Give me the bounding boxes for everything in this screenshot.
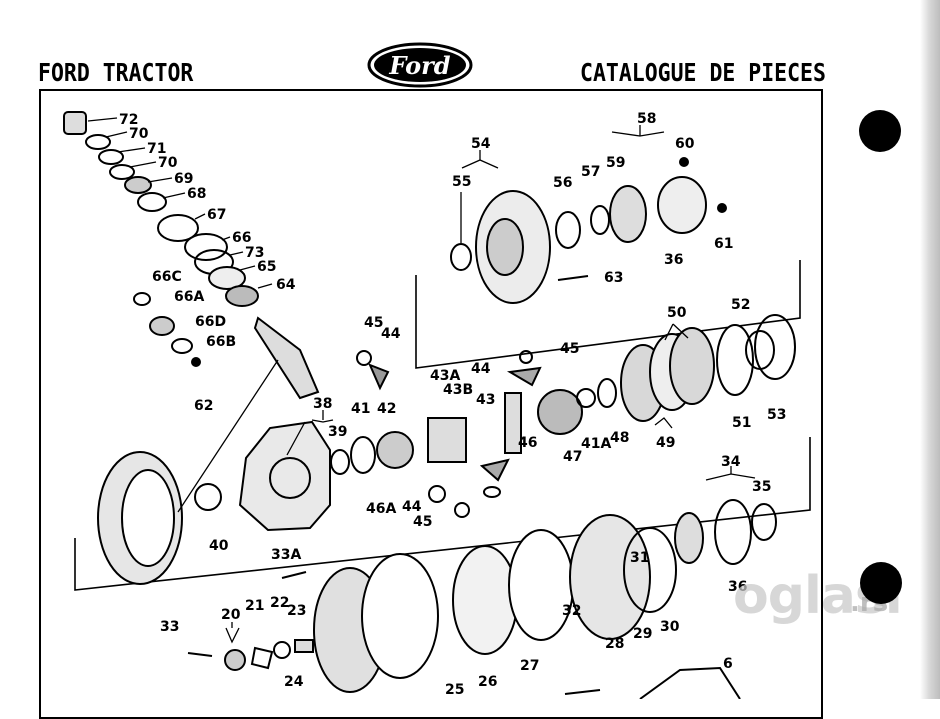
- part-label: 30: [660, 619, 680, 635]
- part-label: 44: [471, 361, 491, 377]
- part-label: 29: [633, 626, 652, 642]
- part-label: 70: [129, 126, 149, 142]
- part-label: 38: [313, 396, 332, 412]
- part-label: 41: [351, 401, 370, 417]
- part-label: 72: [119, 112, 138, 128]
- part-label: 21: [245, 598, 264, 614]
- part-label: 20: [221, 607, 241, 623]
- part-label: 59: [606, 155, 625, 171]
- part-label: 52: [731, 297, 750, 313]
- center-gears: [479, 350, 617, 498]
- part-label: 33A: [271, 547, 301, 563]
- part-label: 55: [452, 174, 471, 190]
- part-label: 28: [605, 636, 624, 652]
- part-label: 43: [476, 392, 495, 408]
- part-label: 65: [257, 259, 276, 275]
- part-label: 56: [553, 175, 572, 191]
- pinion-bearing-stack: [63, 111, 320, 400]
- part-label: 67: [207, 207, 226, 223]
- part-label: 73: [245, 245, 264, 261]
- part-label: 25: [445, 682, 464, 698]
- binder-hole-top: [859, 110, 901, 152]
- header-ford-tractor: FORD TRACTOR: [38, 58, 194, 87]
- exploded-parts-diagram: 72 70 71 70 69 68 67 66 73 65 64 66C 66A…: [63, 111, 811, 699]
- part-label: 64: [276, 277, 296, 293]
- axle-flange: [450, 157, 727, 304]
- part-label: 61: [714, 236, 733, 252]
- part-label: 41A: [581, 436, 611, 452]
- part-label: 42: [377, 401, 396, 417]
- part-label: 57: [581, 164, 600, 180]
- part-label: 51: [732, 415, 751, 431]
- part-label: 50: [667, 305, 687, 321]
- part-label: 40: [209, 538, 229, 554]
- part-label: 23: [287, 603, 306, 619]
- oglasi-watermark: oglasi .rs: [700, 560, 903, 630]
- part-label: 62: [194, 398, 213, 414]
- part-label: 43A: [430, 368, 460, 384]
- part-label: 71: [147, 141, 166, 157]
- part-label: 60: [675, 136, 695, 152]
- header-catalogue-title: CATALOGUE DE PIECES: [580, 58, 826, 87]
- part-label: 35: [752, 479, 771, 495]
- ring-gear: [97, 451, 222, 585]
- part-label: 66: [232, 230, 251, 246]
- part-label: 43B: [443, 382, 473, 398]
- part-label: 45: [560, 341, 579, 357]
- part-label: 27: [520, 658, 539, 674]
- part-label: 70: [158, 155, 178, 171]
- part-label: 58: [637, 111, 656, 127]
- catalogue-page: FORD TRACTOR Ford CATALOGUE DE PIECES: [38, 42, 903, 719]
- part-label: 36: [728, 579, 747, 595]
- part-label: 63: [604, 270, 623, 286]
- middle-group-panel: [74, 437, 811, 591]
- part-label: 24: [284, 674, 304, 690]
- part-label: 46A: [366, 501, 396, 517]
- part-labels: 72 70 71 70 69 68 67 66 73 65 64 66C 66A…: [119, 111, 786, 698]
- part-label: 48: [610, 430, 629, 446]
- part-label: 47: [563, 449, 582, 465]
- part-label: 68: [187, 186, 206, 202]
- binder-hole-bottom: [860, 562, 902, 604]
- upper-group-panel: [415, 260, 801, 369]
- part-label: 66C: [152, 269, 182, 285]
- part-label: 66A: [174, 289, 204, 305]
- part-label: 49: [656, 435, 675, 451]
- part-label: 44: [402, 499, 422, 515]
- part-label: 36: [664, 252, 683, 268]
- part-label: 45: [413, 514, 432, 530]
- ford-logo-text: Ford: [388, 51, 450, 80]
- part-label: 66B: [206, 334, 236, 350]
- part-label: 6: [723, 656, 733, 672]
- leader-lines: [87, 117, 756, 644]
- ford-logo: Ford: [367, 42, 473, 88]
- part-label: 45: [364, 315, 383, 331]
- part-label: 69: [174, 171, 193, 187]
- part-label: 33: [160, 619, 179, 635]
- right-housing-group: [674, 499, 777, 565]
- part-label: 32: [562, 603, 581, 619]
- part-label: 66D: [195, 314, 226, 330]
- part-label: 46: [518, 435, 537, 451]
- part-label: 54: [471, 136, 491, 152]
- differential-housing: [238, 350, 470, 532]
- part-label: 44: [381, 326, 401, 342]
- part-label: 39: [328, 424, 347, 440]
- lower-brake-group: [187, 514, 741, 699]
- page-edge-shadow: [920, 0, 940, 699]
- part-label: 31: [630, 550, 649, 566]
- clutch-pack: [620, 314, 796, 422]
- part-label: 53: [767, 407, 786, 423]
- part-label: 34: [721, 454, 741, 470]
- part-label: 22: [270, 595, 289, 611]
- part-label: 26: [478, 674, 497, 690]
